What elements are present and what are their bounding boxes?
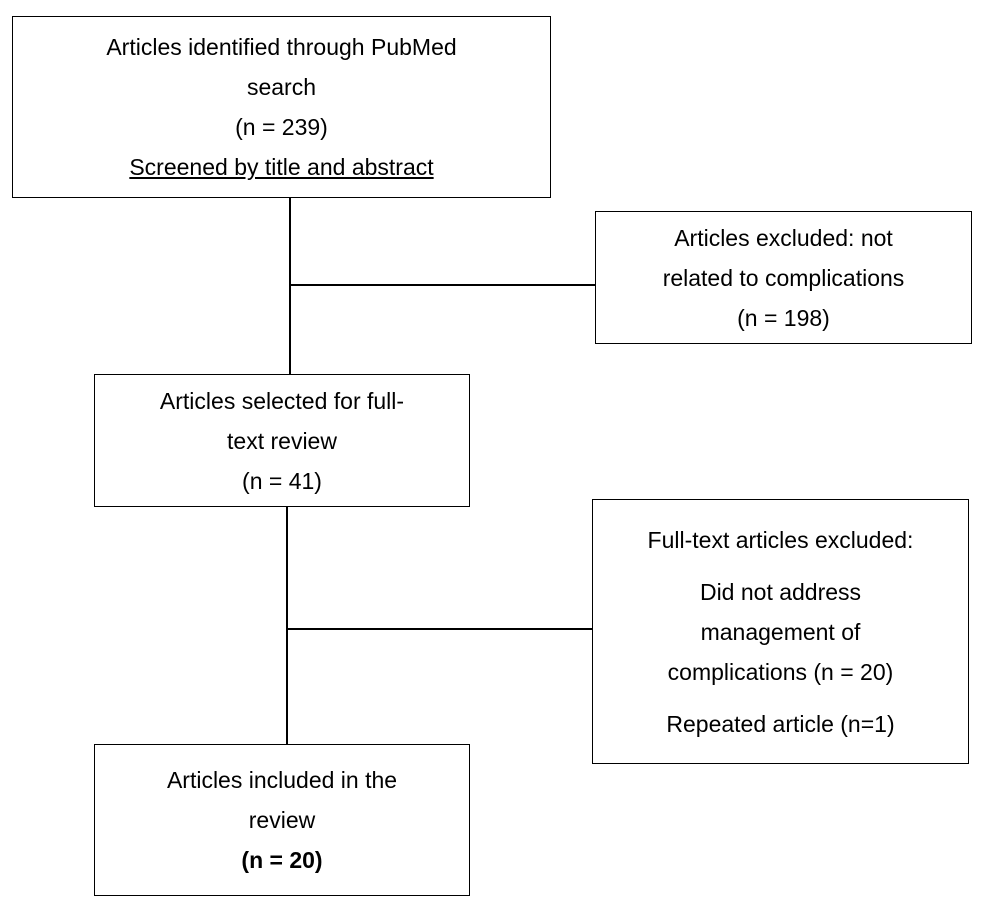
identified-line2: search [246, 74, 317, 100]
included-line1: Articles included in the [166, 767, 398, 793]
excluded-fulltext-reason2: Repeated article (n=1) [666, 710, 895, 737]
selected-fulltext-box: Articles selected for full- text review … [94, 374, 470, 507]
excluded-fulltext-box: Full-text articles excluded: Did not add… [592, 499, 969, 764]
identified-line1: Articles identified through PubMed [106, 34, 457, 60]
excluded-screening-count: (n = 198) [737, 304, 830, 331]
selected-line1: Articles selected for full- [159, 387, 405, 414]
connector-selected-to-included [286, 507, 288, 744]
identified-articles-box: Articles identified through PubMed searc… [12, 16, 551, 198]
included-count: (n = 20) [241, 847, 323, 873]
connector-to-excluded-screening [289, 284, 595, 286]
selected-line2: text review [227, 427, 337, 454]
included-line2: review [248, 807, 316, 833]
included-review-box: Articles included in the review (n = 20) [94, 744, 470, 896]
excluded-screening-box: Articles excluded: not related to compli… [595, 211, 972, 344]
excluded-screening-line1: Articles excluded: not [674, 224, 893, 251]
excluded-fulltext-reason1-line2: management of [700, 618, 861, 645]
excluded-screening-line2: related to complications [662, 264, 905, 291]
excluded-fulltext-reason1-line3: complications (n = 20) [667, 658, 894, 685]
excluded-fulltext-reason1-line1: Did not address [699, 578, 862, 605]
connector-to-excluded-fulltext [286, 628, 592, 630]
connector-identified-to-selected [289, 198, 291, 374]
identified-count: (n = 239) [235, 114, 328, 140]
excluded-fulltext-heading: Full-text articles excluded: [647, 526, 914, 553]
identified-screening-note: Screened by title and abstract [129, 154, 434, 180]
selected-count: (n = 41) [242, 467, 322, 494]
